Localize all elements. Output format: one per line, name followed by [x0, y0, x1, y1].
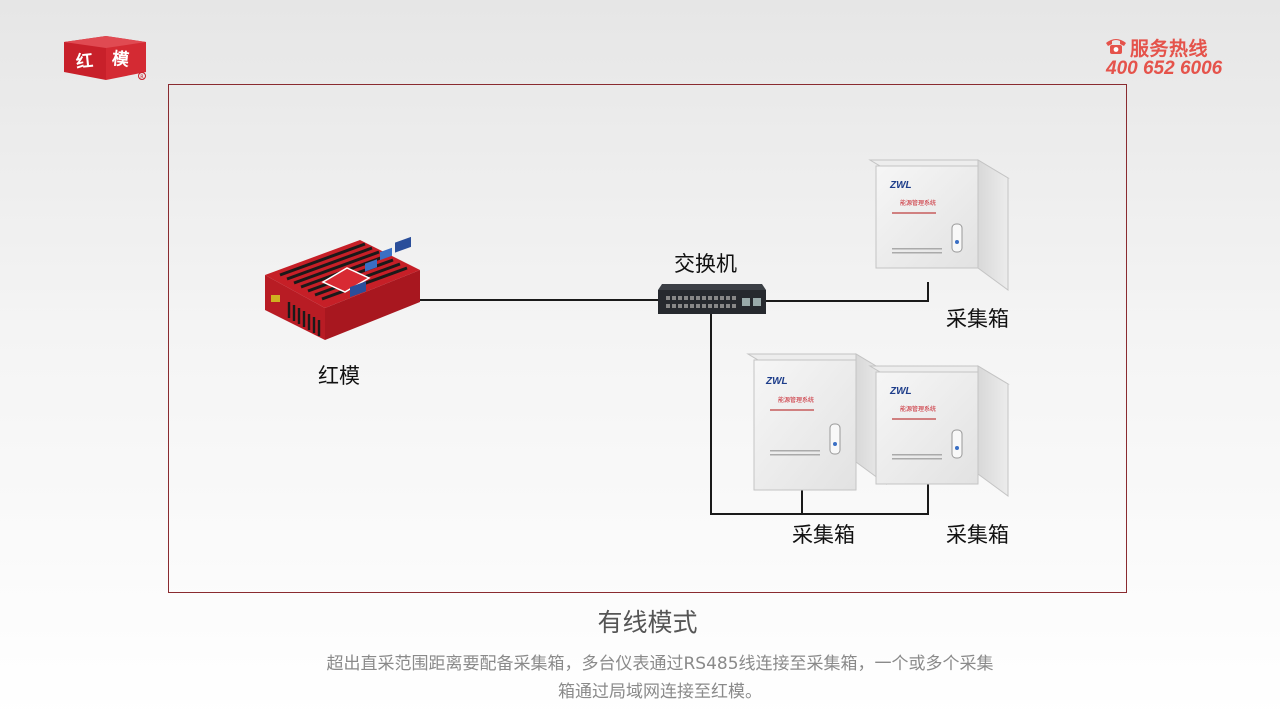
- mode-title: 有线模式: [597, 608, 698, 637]
- label-switch: 交换机: [674, 252, 737, 276]
- phone-icon: [1106, 39, 1126, 54]
- box-brand-mark: ZWL: [765, 376, 788, 387]
- svg-text:红: 红: [75, 50, 94, 73]
- box-plate-title: 能源管理系统: [900, 405, 936, 413]
- box-plate-title: 能源管理系统: [900, 199, 936, 207]
- collection-box-top: ZWL 能源管理系统: [868, 159, 1010, 291]
- label-box-top: 采集箱: [946, 307, 1009, 331]
- hotline-number[interactable]: 400 652 6006: [1106, 58, 1223, 79]
- diagram-frame: [168, 84, 1127, 593]
- label-box-bottom-left: 采集箱: [792, 523, 855, 547]
- box-brand-mark: ZWL: [889, 180, 912, 191]
- collection-box-bottom-left: ZWL 能源管理系统: [746, 353, 888, 491]
- box-brand-mark: ZWL: [889, 386, 912, 397]
- svg-text:模: 模: [111, 48, 131, 71]
- mode-description: 超出直采范围距离要配备采集箱，多台仪表通过RS485线连接至采集箱，一个或多个采…: [326, 654, 994, 702]
- link-switch-box-top: [762, 282, 929, 302]
- gateway-device: [265, 236, 420, 340]
- service-hotline: 服务热线 400 652 6006: [1104, 34, 1234, 82]
- label-gateway: 红模: [318, 364, 360, 388]
- network-switch: [658, 284, 766, 314]
- collection-box-bottom-right: ZWL 能源管理系统: [868, 365, 1010, 497]
- box-plate-title: 能源管理系统: [778, 396, 814, 404]
- hotline-label: 服务热线: [1130, 38, 1209, 60]
- connection-lines: [412, 282, 929, 515]
- label-box-bottom-right: 采集箱: [946, 523, 1009, 547]
- svg-text:R: R: [140, 74, 144, 80]
- link-switch-bus: [710, 314, 929, 515]
- brand-logo: 红 模 R: [62, 34, 150, 82]
